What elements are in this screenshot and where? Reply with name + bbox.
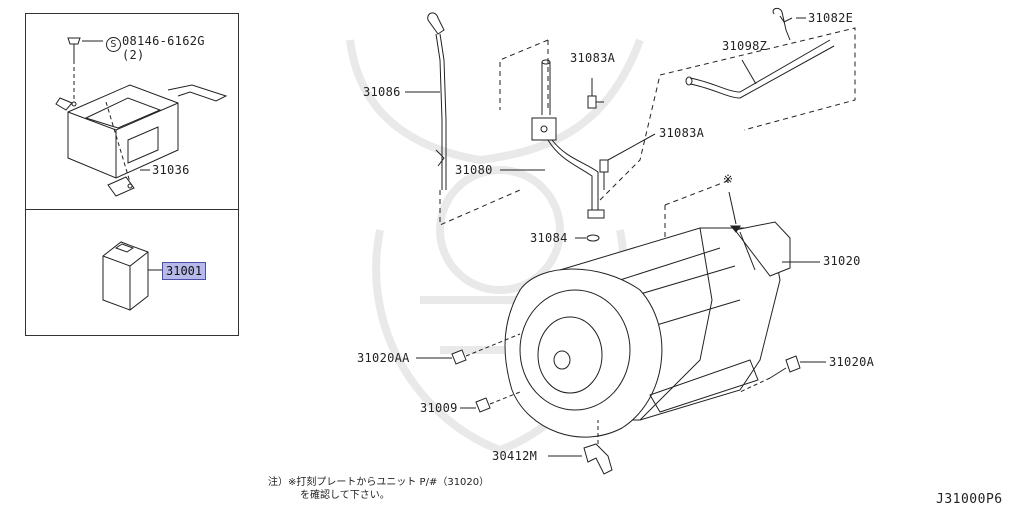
inset-panel-unit bbox=[25, 209, 239, 336]
bolt-part-number: 08146-6162G bbox=[122, 34, 205, 48]
part-label-31036[interactable]: 31036 bbox=[152, 163, 190, 177]
part-label-31083a-lower[interactable]: 31083A bbox=[659, 126, 705, 140]
part-label-31086[interactable]: 31086 bbox=[363, 85, 401, 99]
part-label-31083a-upper[interactable]: 31083A bbox=[570, 51, 616, 65]
diagram-code: J31000P6 bbox=[936, 492, 1003, 507]
part-label-31098z[interactable]: 31098Z bbox=[722, 39, 768, 53]
dipstick-drawing bbox=[405, 12, 447, 190]
part-label-30412m[interactable]: 30412M bbox=[492, 449, 538, 463]
part-label-31020a[interactable]: 31020A bbox=[829, 355, 875, 369]
part-label-31082e[interactable]: 31082E bbox=[808, 11, 854, 25]
note-line-1: 注）※打刻プレートからユニット P/#（31020） bbox=[268, 477, 490, 488]
bolt-symbol-icon: S bbox=[106, 37, 121, 52]
control-unit-drawing bbox=[55, 37, 228, 197]
part-label-31020[interactable]: 31020 bbox=[823, 254, 861, 268]
part-label-31084[interactable]: 31084 bbox=[530, 231, 568, 245]
note-line-2: を確認して下さい。 bbox=[300, 490, 390, 501]
tcm-unit-drawing bbox=[102, 241, 162, 311]
transmission-bolts-drawing bbox=[416, 333, 826, 475]
part-label-31001-selected[interactable]: 31001 bbox=[162, 262, 207, 280]
transmission-drawing bbox=[504, 179, 820, 438]
charging-pipe-drawing bbox=[439, 27, 856, 242]
breather-hose-drawing bbox=[685, 7, 835, 99]
part-label-31009[interactable]: 31009 bbox=[420, 401, 458, 415]
part-label-31080[interactable]: 31080 bbox=[455, 163, 493, 177]
bolt-quantity: (2) bbox=[122, 48, 145, 62]
part-label-31020aa[interactable]: 31020AA bbox=[357, 351, 410, 365]
reference-mark-icon: ※ bbox=[723, 172, 734, 186]
